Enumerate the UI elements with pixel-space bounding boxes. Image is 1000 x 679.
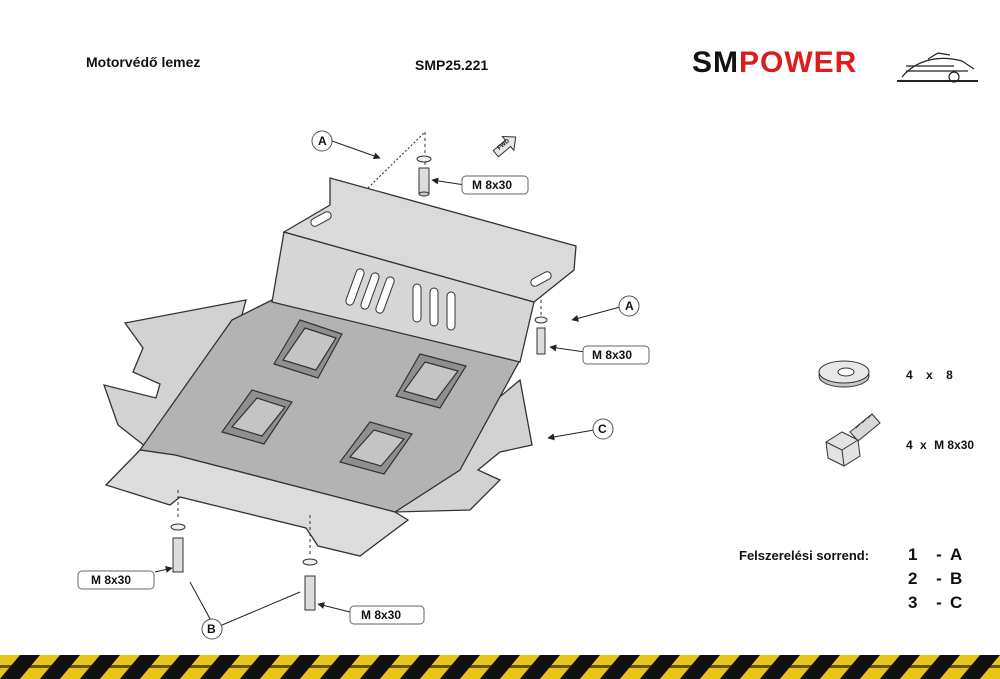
parts-washer-row: 4 x 8 [906,368,953,382]
vent-slots [345,268,456,331]
brand-car-graphic [897,52,978,83]
mount-slot-left [310,211,332,227]
sequence-step-letter: C [950,593,963,612]
plate-top-flange [282,177,577,303]
sequence-step-number: 2 [908,569,918,588]
callout-a-top-letter: A [318,134,327,148]
parts-bolt-row: 4 x M 8x30 [906,438,974,452]
callout-b [201,618,223,640]
callout-b-letter: B [207,622,216,636]
callout-c-letter: C [598,422,607,436]
bolt-label-bottom: M 8x30 [361,608,402,622]
bolt-label-box-top [461,175,529,195]
bolt-bottom-middle [302,515,318,611]
parts-bolt-spec: M 8x30 [934,438,975,452]
parts-washer-qty: 4 [906,368,913,382]
callout-a-top [311,130,333,152]
brand-logo: SMPOWER [692,45,982,85]
bolt-label-box-right [582,345,650,365]
sequence-step-dash: - [936,593,942,612]
bolt-label-right: M 8x30 [592,348,633,362]
sequence-step-letter: B [950,569,963,588]
sequence-step-number: 3 [908,593,918,612]
sequence-step-1: 1-A [908,545,978,565]
callout-a-right-letter: A [625,299,634,313]
sequence-step-dash: - [936,569,942,588]
document-title: Motorvédő lemez [86,54,201,70]
hex-bolt-icon [825,413,881,467]
sequence-step-2: 2-B [908,569,978,589]
sequence-step-letter: A [950,545,963,564]
sequence-step-3: 3-C [908,593,978,613]
bolt-label-box-left [77,570,155,590]
parts-washer-spec: 8 [946,368,953,382]
bolt-label-top: M 8x30 [472,178,513,192]
callout-a-right [618,295,640,317]
embossed-recesses [221,319,467,475]
bolt-label-left: M 8x30 [91,573,132,587]
plate-rear-lip [104,449,410,557]
sequence-step-number: 1 [908,545,918,564]
parts-bolt-x: x [920,438,927,452]
brand-logo-sm: SM [692,46,739,79]
forward-arrow-icon [492,135,517,158]
part-number: SMP25.221 [415,57,489,73]
sequence-step-dash: - [936,545,942,564]
parts-washer-x: x [926,368,933,382]
parts-bolt-qty: 4 [906,438,913,452]
installation-sequence-label: Felszerelési sorrend: [739,548,870,563]
bolt-right [534,300,548,355]
washer-icon [818,360,870,388]
hazard-stripe-footer [0,655,1000,679]
brand-logo-power: POWER [739,46,858,79]
callout-c [592,418,614,440]
bolt-top [416,132,432,197]
bolt-label-box-bottom [349,605,425,625]
bolt-bottom-left [170,490,186,573]
mount-slot-right [530,271,552,287]
